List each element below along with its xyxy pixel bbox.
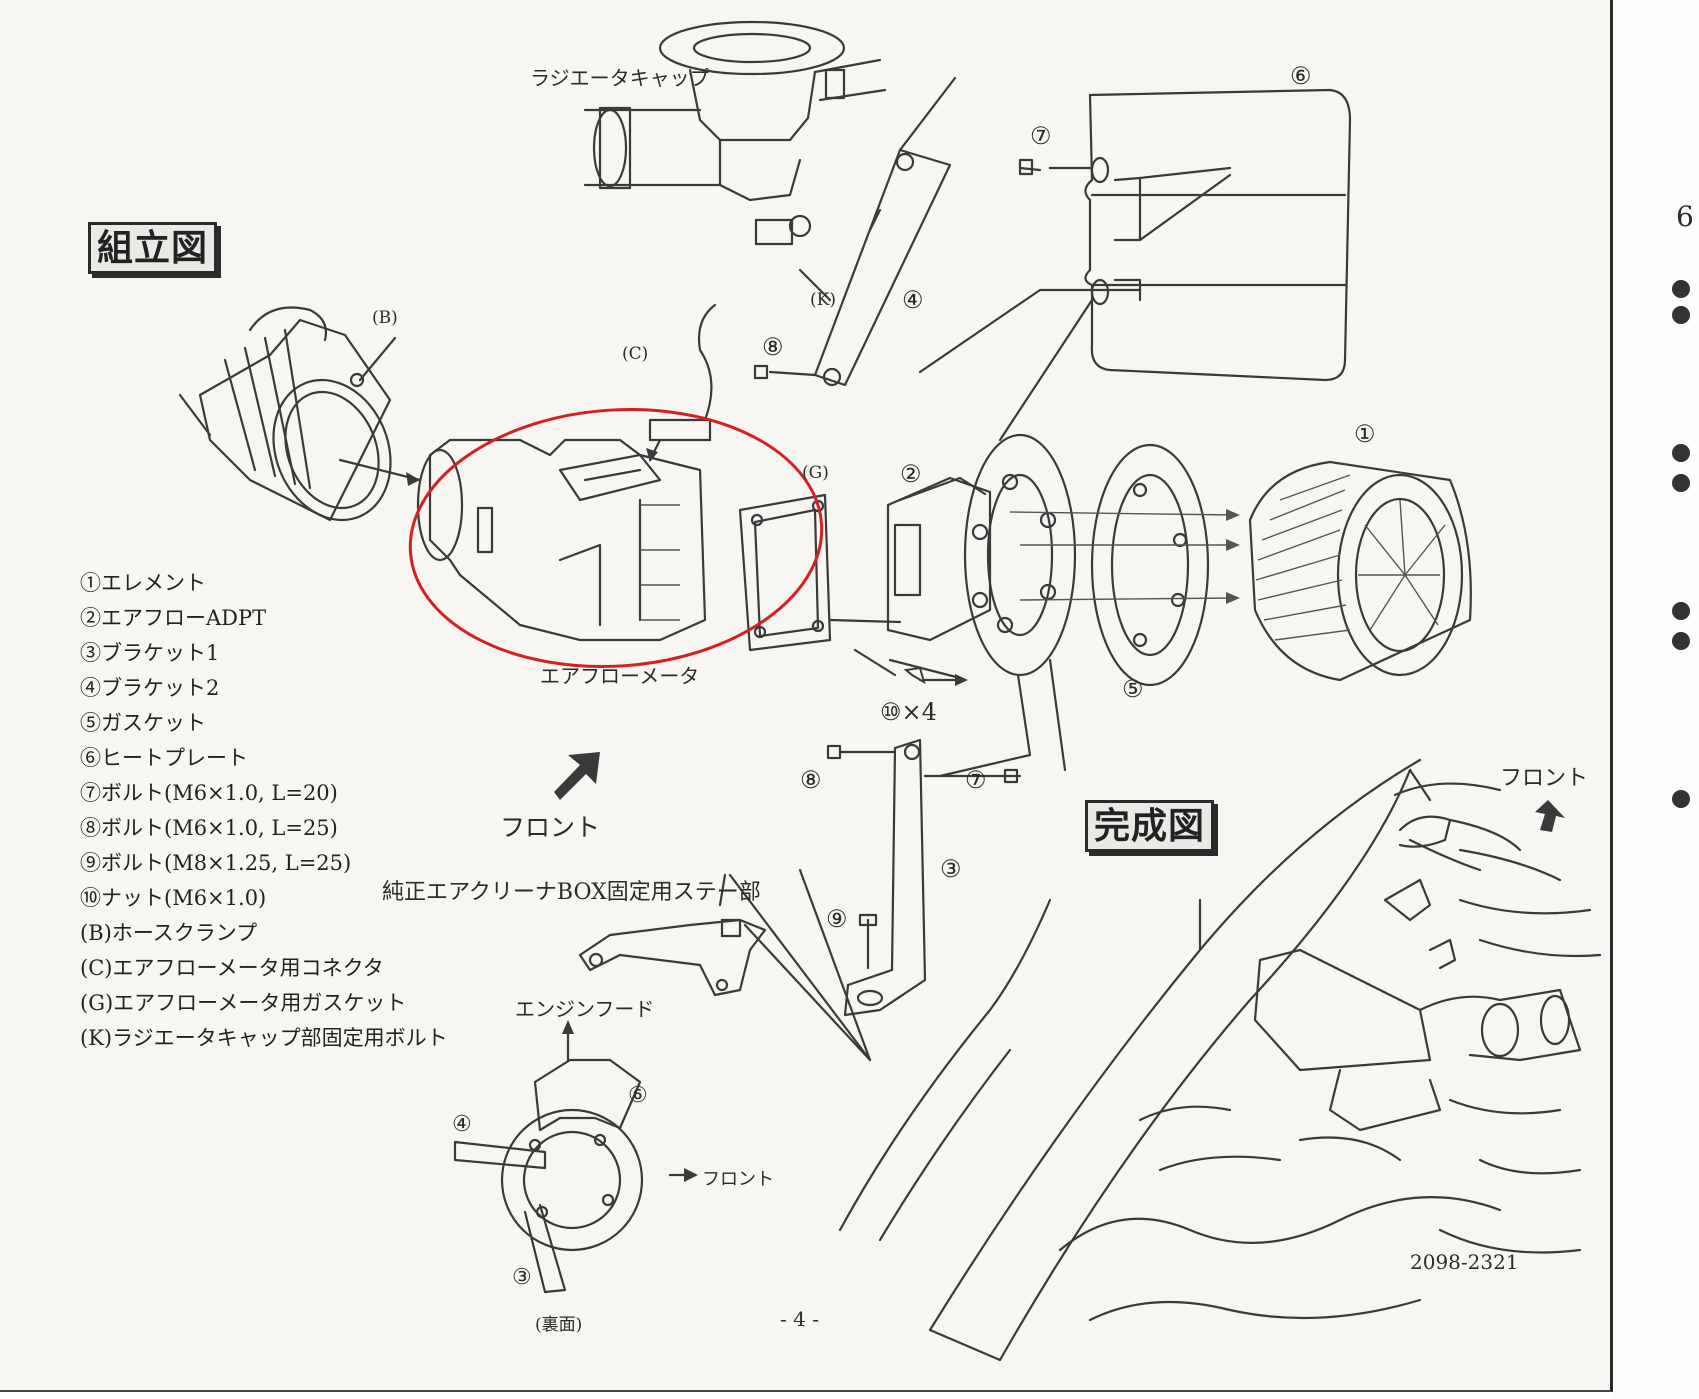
adjacent-page-edge [1613, 0, 1699, 1399]
callout-3: ③ [940, 855, 962, 883]
airflow-adapter-drawing [886, 433, 1077, 677]
callout-9: ⑨ [826, 905, 848, 933]
rear-front-label: フロント [702, 1169, 774, 1190]
airflow-meter-drawing [416, 303, 902, 652]
nut-quantity-label: ⑩×4 [880, 698, 937, 726]
bracket-2-drawing [753, 76, 957, 387]
callout-4: ④ [902, 286, 924, 314]
stay-part-label: 純正エアクリーナBOX固定用ステー部 [382, 880, 761, 905]
engine-hood-label: エンジンフード [515, 997, 655, 1021]
parts-legend: ①エレメント ②エアフローADPT ③ブラケット1 ④ブラケット2 ⑤ガスケット… [80, 566, 448, 1056]
front-label: フロント [500, 813, 601, 842]
assembly-title: 組立図 [88, 222, 218, 274]
gasket-drawing [1090, 443, 1210, 687]
rear-callout-6: ⑥ [628, 1083, 648, 1108]
legend-item: ⑩ナット(M6×1.0) [80, 886, 267, 910]
page-number: - 4 - [780, 1307, 819, 1331]
legend-item: ⑦ボルト(M6×1.0, L=20) [80, 781, 338, 805]
radiator-cap-label: ラジエータキャップ [530, 66, 710, 90]
air-filter-element-drawing [1248, 460, 1472, 682]
legend-item: ⑥ヒートプレート [80, 746, 248, 770]
legend-item: (K)ラジエータキャップ部固定用ボルト [80, 1026, 448, 1050]
callout-8-bottom: ⑧ [800, 766, 822, 794]
rear-view-diagram [453, 1020, 698, 1294]
callout-7-top: ⑦ [1030, 122, 1052, 150]
part-code: 2098-2321 [1410, 1250, 1519, 1274]
legend-item: (G)エアフローメータ用ガスケット [80, 991, 407, 1015]
rear-callout-3: ③ [512, 1265, 532, 1290]
callout-1: ① [1354, 420, 1376, 448]
legend-item: ⑧ボルト(M6×1.0, L=25) [80, 816, 338, 840]
legend-item: ③ブラケット1 [80, 641, 220, 665]
radiator-cap-drawing [583, 20, 887, 246]
legend-item: ⑨ボルト(M8×1.25, L=25) [80, 851, 352, 875]
callout-7-bottom: ⑦ [965, 766, 987, 794]
completed-front-label: フロント [1500, 766, 1589, 791]
legend-item: (C)エアフローメータ用コネクタ [80, 956, 384, 980]
callout-c: (C) [622, 344, 649, 364]
front-arrow-icon [554, 752, 600, 800]
legend-item: ①エレメント [80, 571, 206, 595]
manual-page [0, 0, 1613, 1392]
callout-2: ② [900, 460, 922, 488]
edge-bullets [1672, 280, 1690, 808]
callout-k: (K) [810, 290, 836, 310]
heat-plate-drawing [918, 88, 1352, 442]
intake-hose-drawing [178, 306, 422, 522]
callout-g: (G) [802, 463, 829, 483]
legend-item: ④ブラケット2 [80, 676, 220, 700]
highlight-circle [408, 408, 824, 668]
callout-6: ⑥ [1290, 62, 1312, 90]
legend-item: (B)ホースクランプ [80, 921, 258, 945]
callout-5: ⑤ [1122, 675, 1144, 703]
rear-view-label: (裏面) [535, 1315, 583, 1335]
assembly-arrows [853, 509, 1240, 778]
callout-8-top: ⑧ [762, 333, 784, 361]
legend-item: ②エアフローADPT [80, 606, 267, 630]
legend-item: ⑤ガスケット [80, 711, 206, 735]
stay-bracket-drawing [578, 868, 872, 1062]
callout-b: (B) [372, 308, 398, 328]
completed-view-drawing [838, 758, 1602, 1362]
bracket-1-drawing [826, 738, 1022, 1017]
rear-callout-4: ④ [452, 1112, 472, 1137]
edge-page-digit: 6 [1676, 200, 1694, 233]
completed-title: 完成図 [1085, 800, 1215, 852]
airflow-meter-label: エアフローメータ [540, 664, 700, 688]
